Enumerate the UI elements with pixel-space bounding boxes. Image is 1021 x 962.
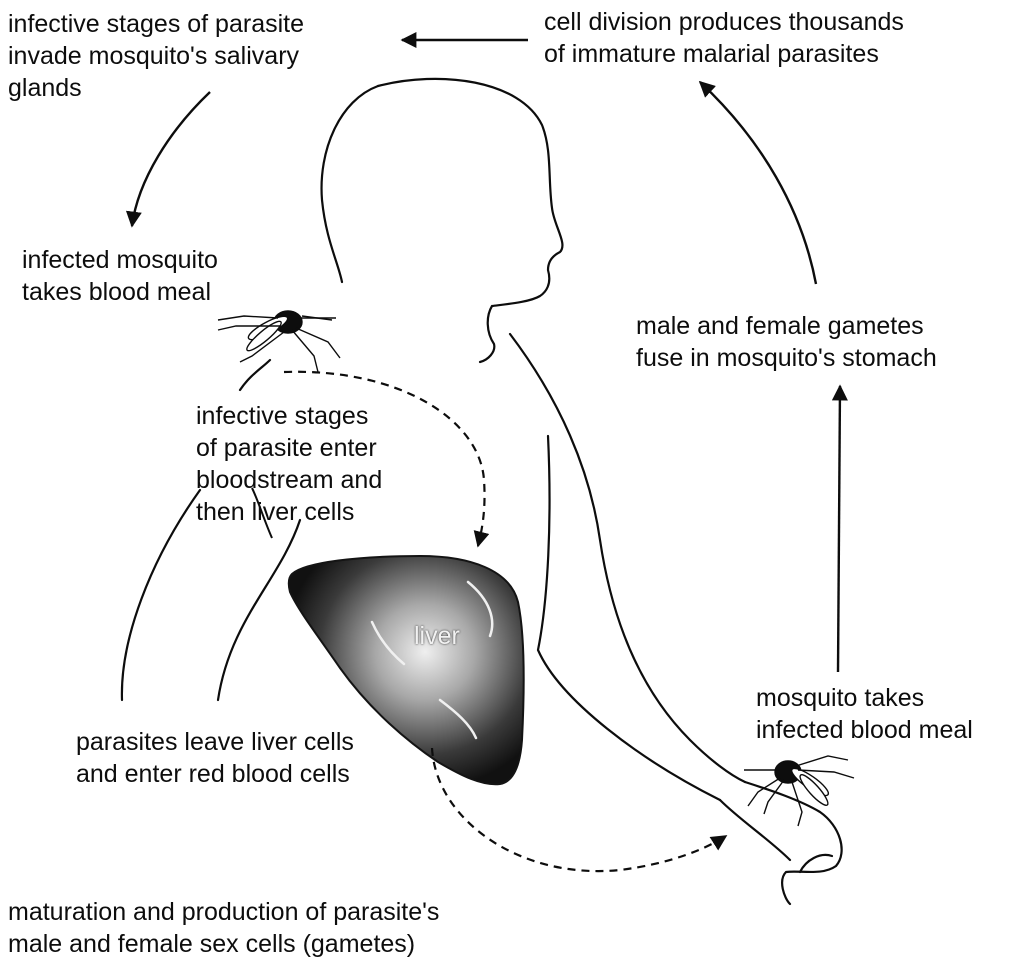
mosquito-neck-icon — [218, 311, 340, 372]
head-back-outline — [322, 86, 378, 282]
label-gametes-fuse: male and female gametes fuse in mosquito… — [636, 310, 937, 374]
label-enter-bloodstream: infective stages of parasite enter blood… — [196, 400, 382, 528]
mosquito-wrist-icon — [744, 756, 854, 826]
arrow-fuse-to-division — [700, 82, 816, 284]
label-infected-mosquito: infected mosquito takes blood meal — [22, 244, 218, 308]
label-salivary-glands: infective stages of parasite invade mosq… — [8, 8, 304, 104]
torso-left-outline — [122, 490, 200, 700]
label-cell-division: cell division produces thousands of imma… — [544, 6, 904, 70]
label-mosquito-takes-meal: mosquito takes infected blood meal — [756, 682, 973, 746]
label-liver: liver — [414, 622, 460, 651]
inner-arm-outline — [538, 436, 720, 800]
torso-mid-outline — [218, 520, 300, 700]
arrow-salivary-to-mosquito — [132, 92, 210, 226]
face-profile-outline — [378, 79, 562, 362]
wrist-inner-outline — [720, 800, 790, 860]
front-arm-outline — [510, 334, 745, 782]
shoulder-outline — [240, 360, 270, 390]
label-maturation: maturation and production of parasite's … — [8, 896, 439, 960]
arrow-meal-to-fuse — [838, 386, 840, 672]
label-leave-liver: parasites leave liver cells and enter re… — [76, 726, 354, 790]
